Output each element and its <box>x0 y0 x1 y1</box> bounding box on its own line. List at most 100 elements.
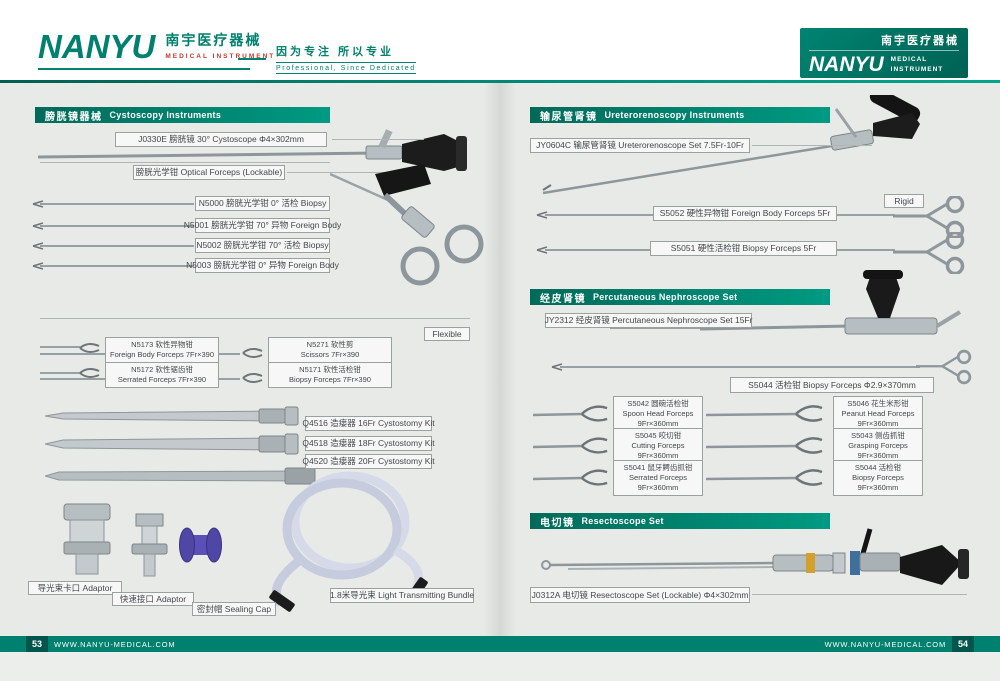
brand-right-name: NANYU <box>809 53 884 76</box>
section-title-en: Resectoscope Set <box>581 516 664 526</box>
page-number-right: 54 <box>952 636 974 652</box>
forceps-rings-icon <box>916 349 972 385</box>
light-cable-adaptor-illustration <box>63 503 111 575</box>
footer-bar <box>0 636 1000 652</box>
section-header-cystoscopy: 膀胱镜器械 Cystoscopy Instruments <box>35 107 330 123</box>
label-line3: 9Fr×360mm <box>637 419 679 429</box>
section-header-ureterorenoscopy: 输尿管肾镜 Ureterorenoscopy Instruments <box>530 107 830 123</box>
tagline-en: Professional, Since Dedicated <box>276 62 416 74</box>
forceps-shaft <box>560 366 920 368</box>
product-label: S5052 硬性异物钳 Foreign Body Forceps 5Fr <box>653 206 837 221</box>
leader-line <box>332 139 424 140</box>
forceps-rings-icon <box>893 232 965 274</box>
product-label: 快速接口 Adaptor <box>112 592 194 606</box>
label-line3: 9Fr×360mm <box>857 483 899 493</box>
flexible-shaft <box>40 346 80 348</box>
nephroscope-illustration <box>700 270 962 335</box>
forceps-jaw-icon <box>32 222 44 230</box>
flexible-jaw-icon <box>242 372 263 384</box>
cystostomy-tube-illustration <box>45 406 299 426</box>
section-title-cn: 电切镜 <box>540 517 575 529</box>
brand-logo-left: NANYU 南宇医疗器械 MEDICAL INSTRUMENT <box>38 30 275 70</box>
product-label: S5041 鼠牙鳄齿抓钳 Serrated Forceps 9Fr×360mm <box>613 460 703 497</box>
product-label: N5000 膀胱光学钳 0° 活检 Biopsy <box>195 196 330 211</box>
brand-right-sub1: MEDICAL <box>890 56 928 64</box>
label-line1: S5042 圆碗活检钳 <box>627 399 689 408</box>
product-label: N5171 软性活检钳 Biopsy Forceps 7Fr×390 <box>268 362 392 389</box>
product-label-ureteroscope: JY0604C 输尿管肾镜 Ureterorenoscope Set 7.5Fr… <box>530 138 750 153</box>
product-label: 密封帽 Sealing Cap <box>192 602 276 616</box>
optical-forceps-handle-illustration <box>330 164 484 286</box>
flexible-shaft <box>40 372 80 374</box>
label-line3: 9Fr×360mm <box>637 483 679 493</box>
flexible-badge: Flexible <box>424 327 470 341</box>
tagline-cn: 因为专注 所以专业 <box>276 46 395 58</box>
label-line2: Cutting Forceps <box>631 441 685 451</box>
product-label: S5044 活检钳 Biopsy Forceps Φ2.9×370mm <box>730 377 934 393</box>
leader-line <box>752 594 967 595</box>
label-line1: S5043 侧齿抓钳 <box>851 431 905 440</box>
product-label: S5045 咬切钳 Cutting Forceps 9Fr×360mm <box>613 428 703 465</box>
leader-line <box>287 172 427 173</box>
product-label: Q4518 造瘘器 18Fr Cystostomy Kit <box>302 436 435 451</box>
forceps-shaft <box>40 265 194 267</box>
forceps-rings-icon <box>893 196 965 238</box>
brand-cn: 南宇医疗器械 <box>165 32 262 48</box>
product-label: N5001 膀胱光学钳 70° 异物 Foreign Body <box>184 218 341 233</box>
footer-url-left: WWW.NANYU-MEDICAL.COM <box>54 639 176 649</box>
forceps-jaw-icon <box>32 262 44 270</box>
forceps-jaw-icon <box>536 211 548 219</box>
forceps-jaw-icon <box>706 469 823 486</box>
label-line1: N5271 软性剪 <box>306 340 354 349</box>
section-title-cn: 经皮肾镜 <box>540 293 586 305</box>
label-line3: 9Fr×360mm <box>857 451 899 461</box>
label-line1: N5172 软性锯齿钳 <box>131 365 193 374</box>
cystostomy-cannula-illustration <box>45 467 316 485</box>
product-label: 1.8米导光束 Light Transmitting Bundle <box>330 588 474 603</box>
separator-line <box>40 318 470 319</box>
product-label: N5003 膀胱光学钳 0° 异物 Foreign Body <box>186 258 339 273</box>
product-label: S5046 花生米形钳 Peanut Head Forceps 9Fr×360m… <box>833 396 923 433</box>
page-number-left: 53 <box>26 636 48 652</box>
section-header-nephroscope: 经皮肾镜 Percutaneous Nephroscope Set <box>530 289 830 305</box>
separator-line <box>40 162 330 163</box>
label-line2: Serrated Forceps <box>629 473 687 483</box>
product-label: S5042 圆碗活检钳 Spoon Head Forceps 9Fr×360mm <box>613 396 703 433</box>
header-rule <box>0 80 1000 83</box>
leader-line <box>752 145 872 146</box>
forceps-jaw-icon <box>706 405 823 422</box>
product-label: Q4516 造瘘器 16Fr Cystostomy Kit <box>302 416 435 431</box>
label-line1: N5173 软性异物钳 <box>131 340 193 349</box>
product-label-resectoscope: J0312A 电切镜 Resectoscope Set (Lockable) Φ… <box>530 587 750 603</box>
label-line2: Foreign Body Forceps 7Fr×390 <box>109 350 214 360</box>
product-label: N5271 软性剪 Scissors 7Fr×390 <box>268 337 392 364</box>
forceps-shaft <box>40 245 194 247</box>
forceps-jaw-icon <box>536 246 548 254</box>
nephroscope-shaft <box>610 327 705 329</box>
label-line2: Spoon Head Forceps <box>622 409 694 419</box>
section-title-cn: 膀胱镜器械 <box>45 111 103 123</box>
resectoscope-illustration <box>541 528 969 585</box>
cystoscope-illustration <box>38 129 467 171</box>
label-line2: Serrated Forceps 7Fr×390 <box>117 375 207 385</box>
label-line1: N5171 软性活检钳 <box>299 365 361 374</box>
label-line1: S5044 活检钳 <box>854 463 902 472</box>
product-label: N5173 软性异物钳 Foreign Body Forceps 7Fr×390 <box>105 337 219 364</box>
cystostomy-tube-illustration <box>45 433 299 455</box>
product-label-cystoscope: J0330E 膀胱镜 30° Cystoscope Φ4×302mm <box>115 132 327 147</box>
brand-right-cn: 南宇医疗器械 <box>809 32 959 51</box>
footer-url-right: WWW.NANYU-MEDICAL.COM <box>824 639 946 649</box>
label-line1: S5045 咬切钳 <box>634 431 682 440</box>
product-label-optical-forceps: 膀胱光学钳 Optical Forceps (Lockable) <box>133 165 285 180</box>
sealing-cap-illustration <box>179 527 222 563</box>
forceps-jaw-icon <box>533 405 608 422</box>
label-line3: 9Fr×360mm <box>857 419 899 429</box>
section-title-cn: 输尿管肾镜 <box>540 111 598 123</box>
product-label: 导光束卡口 Adaptor <box>28 581 122 595</box>
light-bundle-illustration <box>269 471 428 612</box>
brand-underline <box>38 68 250 70</box>
brand-sub: MEDICAL INSTRUMENT <box>165 53 276 60</box>
label-line1: S5041 鼠牙鳄齿抓钳 <box>623 463 693 472</box>
section-header-resectoscope: 电切镜 Resectoscope Set <box>530 513 830 529</box>
